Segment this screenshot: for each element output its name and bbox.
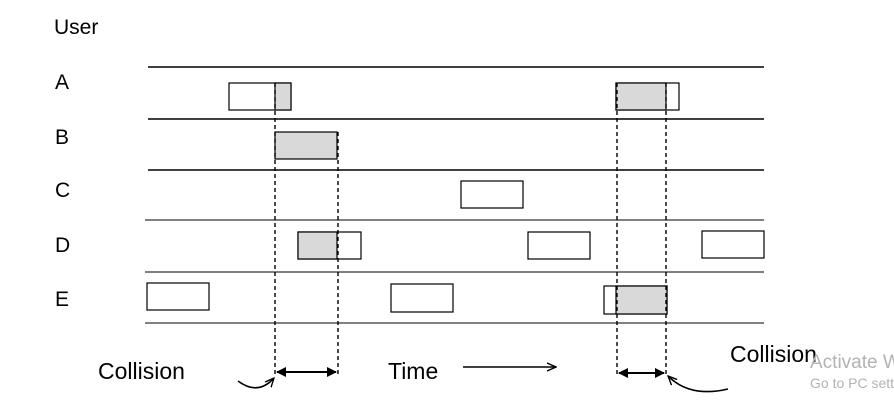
watermark-line-1: Activate W [810, 352, 894, 373]
frame-e-3-collision [615, 285, 668, 315]
frame-d-3 [701, 230, 765, 259]
users-title: User [54, 16, 98, 39]
frame-e-2 [390, 283, 454, 313]
row-label-c: C [55, 179, 70, 202]
collision-pointer-left-curve [237, 378, 274, 389]
frame-d-2 [527, 231, 591, 260]
frame-e-1 [146, 282, 210, 311]
collision-label-left: Collision [98, 358, 185, 384]
row-label-e: E [55, 288, 69, 311]
frame-b-1-collision [274, 131, 338, 160]
frame-a-1-collision [274, 82, 292, 111]
watermark-line-2: Go to PC sett [810, 375, 894, 391]
row-label-a: A [55, 71, 69, 94]
collision-label-right: Collision [730, 341, 817, 367]
collision-pointer-right-curve [668, 376, 729, 393]
frame-d-1-collision [297, 231, 338, 260]
frame-a-2-collision [615, 82, 667, 111]
row-label-d: D [55, 234, 70, 257]
time-label: Time [388, 358, 438, 384]
row-label-b: B [55, 126, 69, 149]
frame-c-1 [460, 180, 524, 209]
